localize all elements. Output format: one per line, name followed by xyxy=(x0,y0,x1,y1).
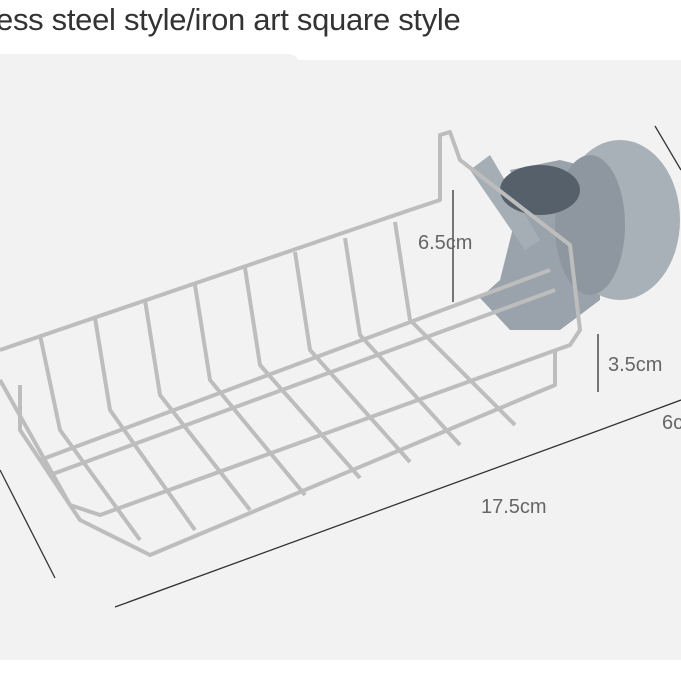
dimension-label-length: 17.5cm xyxy=(481,496,547,518)
holder xyxy=(470,140,680,330)
dimension-label-basket-height: 3.5cm xyxy=(608,354,663,376)
dimension-lines xyxy=(0,125,681,608)
wire-basket xyxy=(0,130,582,557)
product-title: ess steel style/iron art square style xyxy=(0,2,461,37)
basket-ribs xyxy=(38,221,517,542)
dimension-label-hook-height: 6.5cm xyxy=(418,232,473,254)
product-photo-background xyxy=(0,60,681,660)
dimension-label-width: 6c xyxy=(662,412,681,434)
